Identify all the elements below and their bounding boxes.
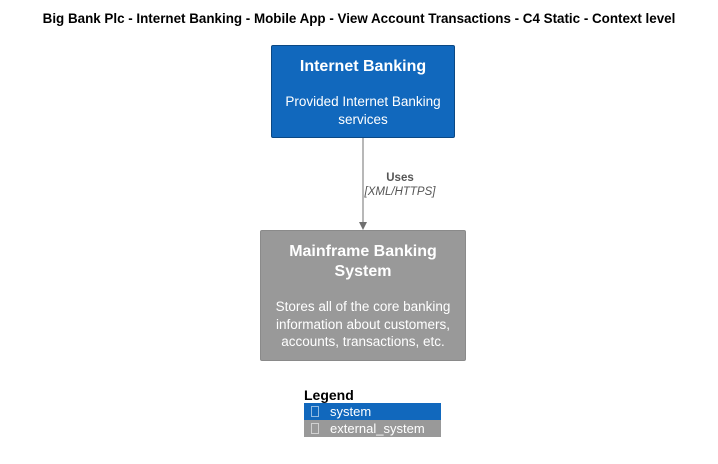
diagram-title: Big Bank Plc - Internet Banking - Mobile… [42, 11, 676, 26]
legend-item-label: system [330, 404, 372, 419]
legend-swatch-icon [311, 423, 319, 434]
mainframe-name: Mainframe Banking System [289, 243, 437, 280]
internet-banking-name: Internet Banking [299, 58, 427, 75]
relationship-technology: [XML/HTTPS] [364, 186, 436, 198]
mainframe-banking-system-box[interactable]: Mainframe Banking System Stores all of t… [260, 230, 466, 361]
legend-title: Legend [304, 387, 354, 403]
legend-item-external-system: external_system [304, 420, 441, 437]
legend: Legend system external_system [304, 387, 441, 437]
internet-banking-description: Provided Internet Banking services [285, 94, 441, 127]
legend-swatch-icon [311, 406, 319, 417]
arrowhead-icon [359, 222, 367, 230]
relationship-label: Uses [XML/HTTPS] [330, 171, 470, 199]
legend-item-system: system [304, 403, 441, 420]
mainframe-description: Stores all of the core banking informati… [275, 299, 451, 349]
relationship-name: Uses [386, 172, 414, 184]
internet-banking-system-box[interactable]: Internet Banking Provided Internet Banki… [271, 45, 455, 138]
legend-item-label: external_system [330, 421, 425, 436]
